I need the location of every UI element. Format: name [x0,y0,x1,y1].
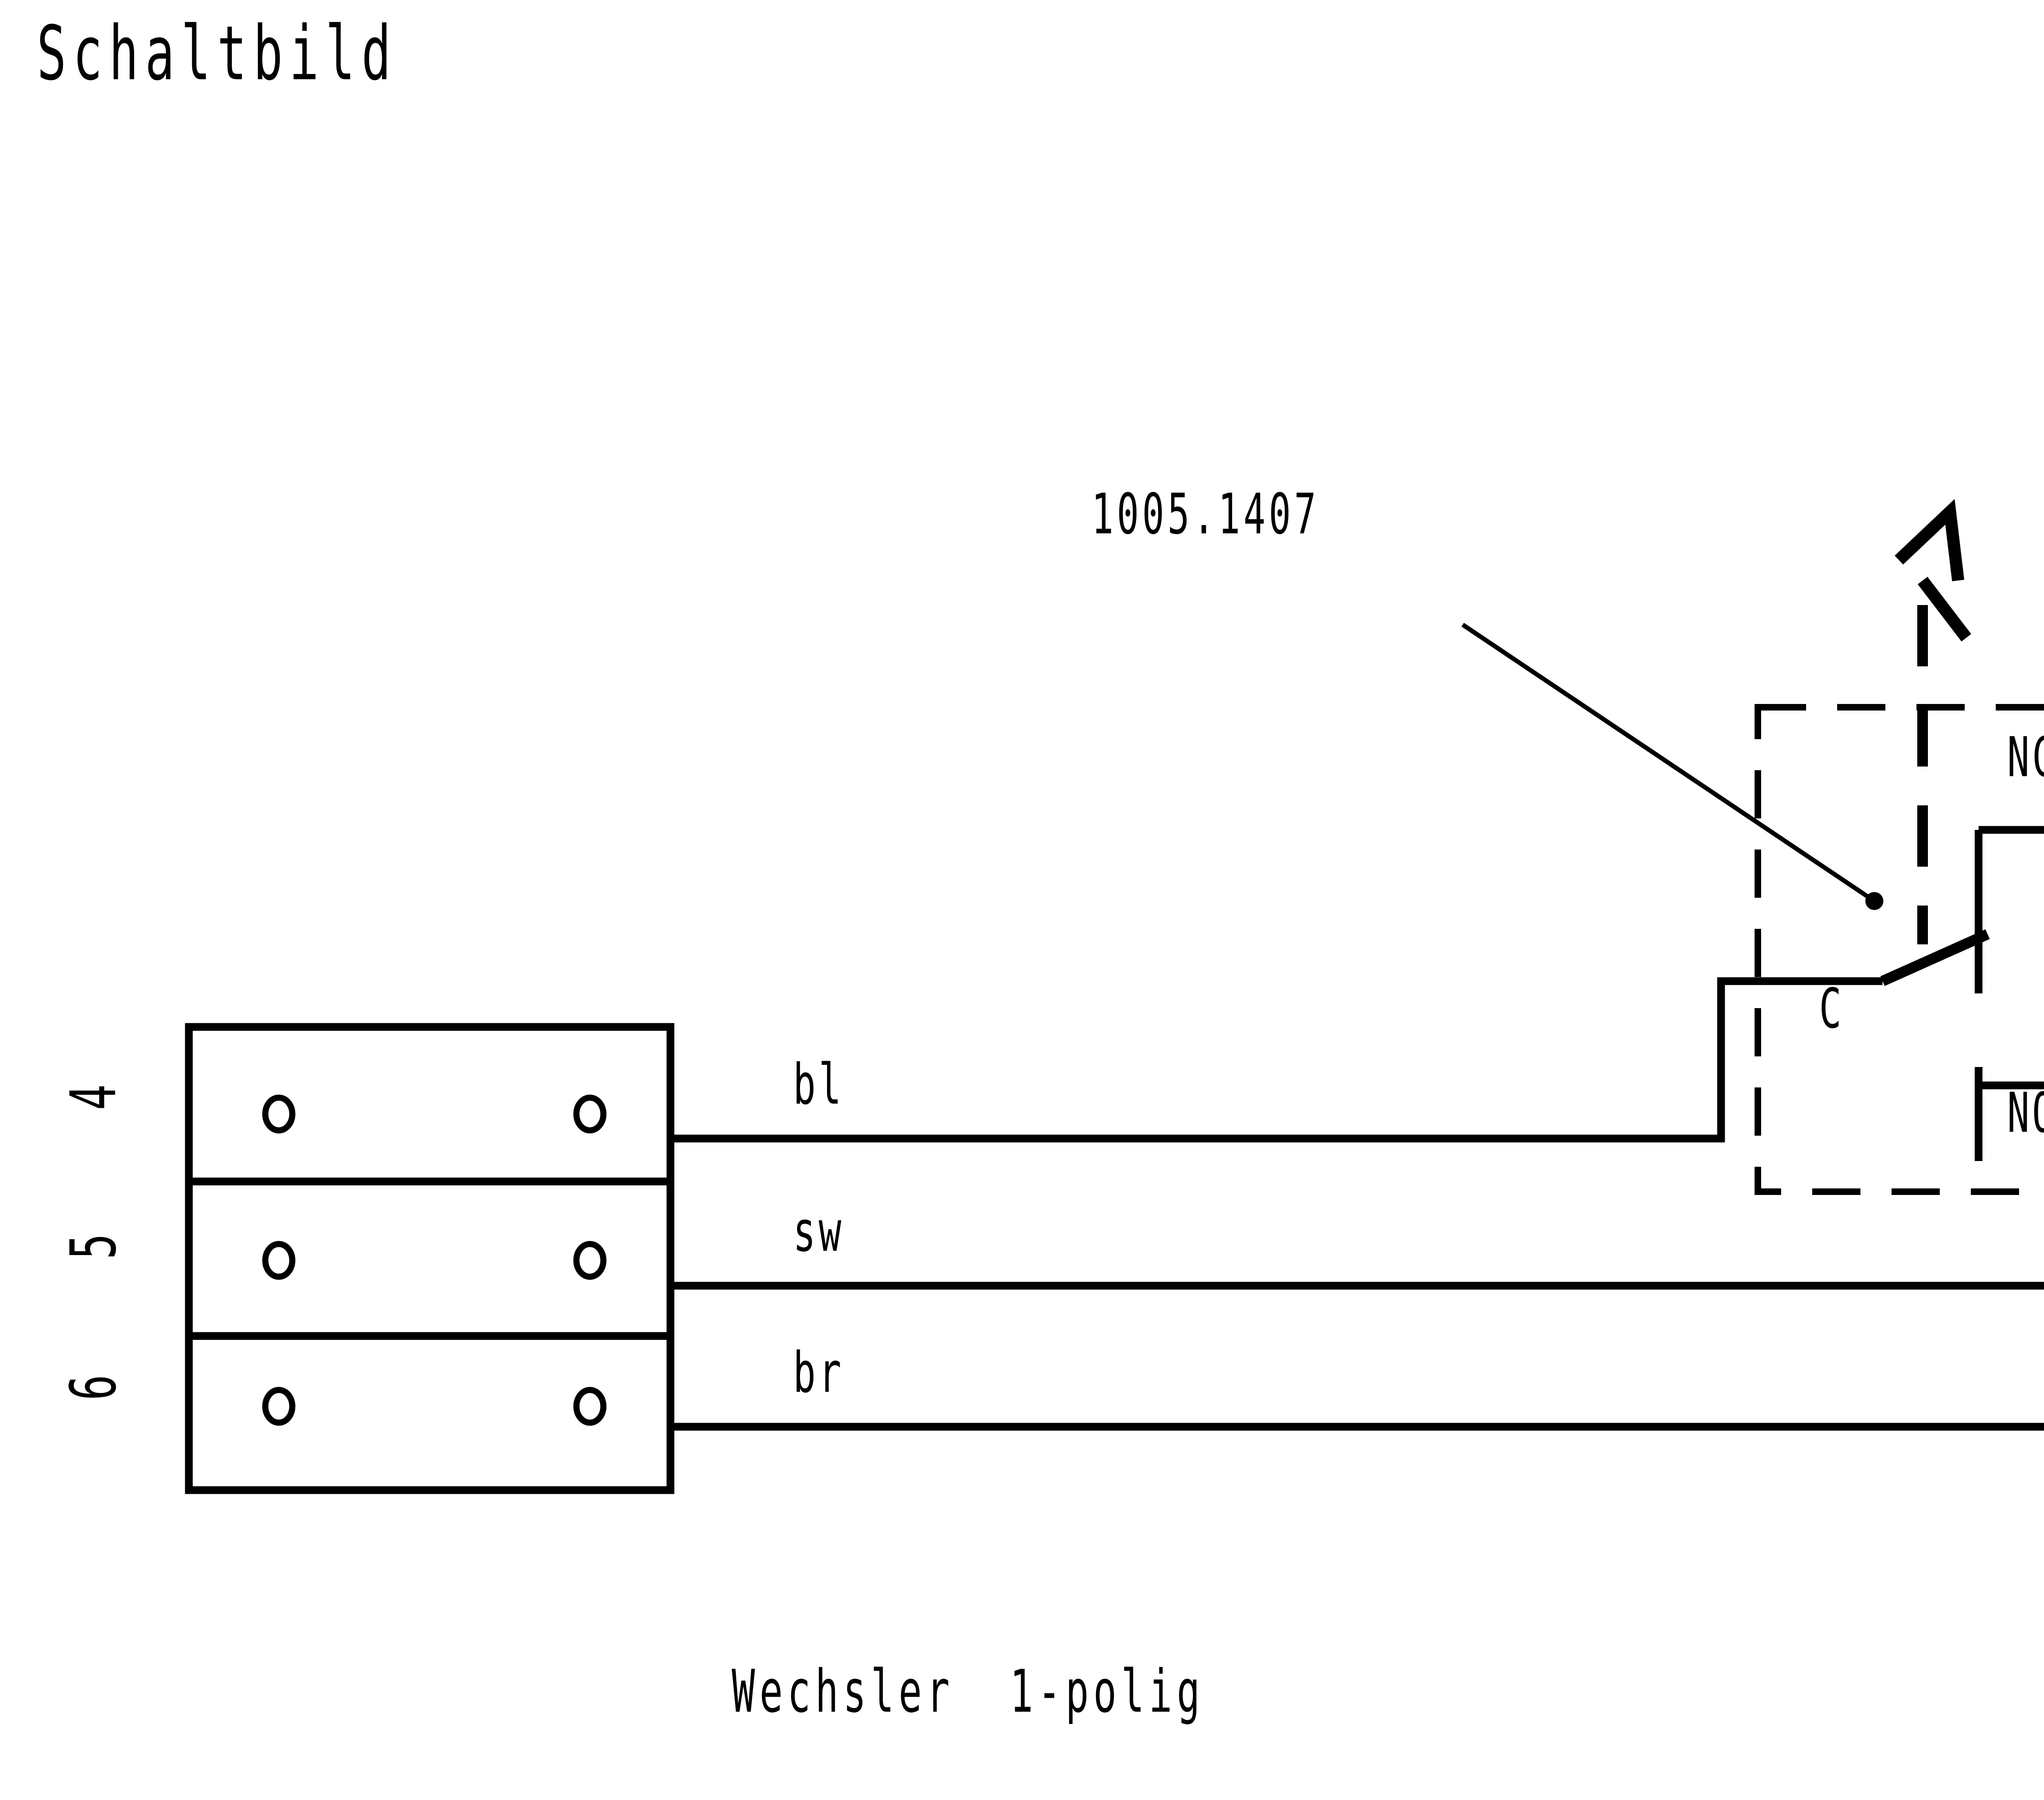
terminal-number-6: 6 [57,1374,130,1401]
part-number-label: 1005.1407 [1091,482,1320,547]
terminal-hole [573,1387,607,1426]
terminal-number-5: 5 [57,1233,130,1260]
wire-label-sw: sw [793,1199,845,1264]
switch-enclosure-dashed [1755,704,2044,1195]
page-title: Schaltbild [37,10,398,97]
contact-label-no: NO [2007,1081,2044,1145]
part-leader-line [1461,623,1883,910]
terminal-hole [573,1241,607,1280]
switch-blade [1880,929,1990,986]
actuator-plunger [1894,499,1971,944]
wire-bl [670,977,1883,1143]
diagram-caption: Wechsler 1-polig [732,1657,1205,1726]
terminal-hole [573,1094,607,1134]
wire-label-bl: bl [793,1052,845,1117]
wire-sw [670,1081,2044,1290]
contact-label-common: C [1819,977,1844,1041]
terminal-number-4: 4 [57,1084,130,1110]
terminal-hole [262,1387,296,1426]
terminal-hole [262,1094,296,1134]
wire-label-br: br [793,1340,845,1405]
terminal-block [185,1023,675,1494]
wire-br [670,826,2044,1431]
contact-label-nc: NC [2007,725,2044,789]
terminal-hole [262,1241,296,1280]
